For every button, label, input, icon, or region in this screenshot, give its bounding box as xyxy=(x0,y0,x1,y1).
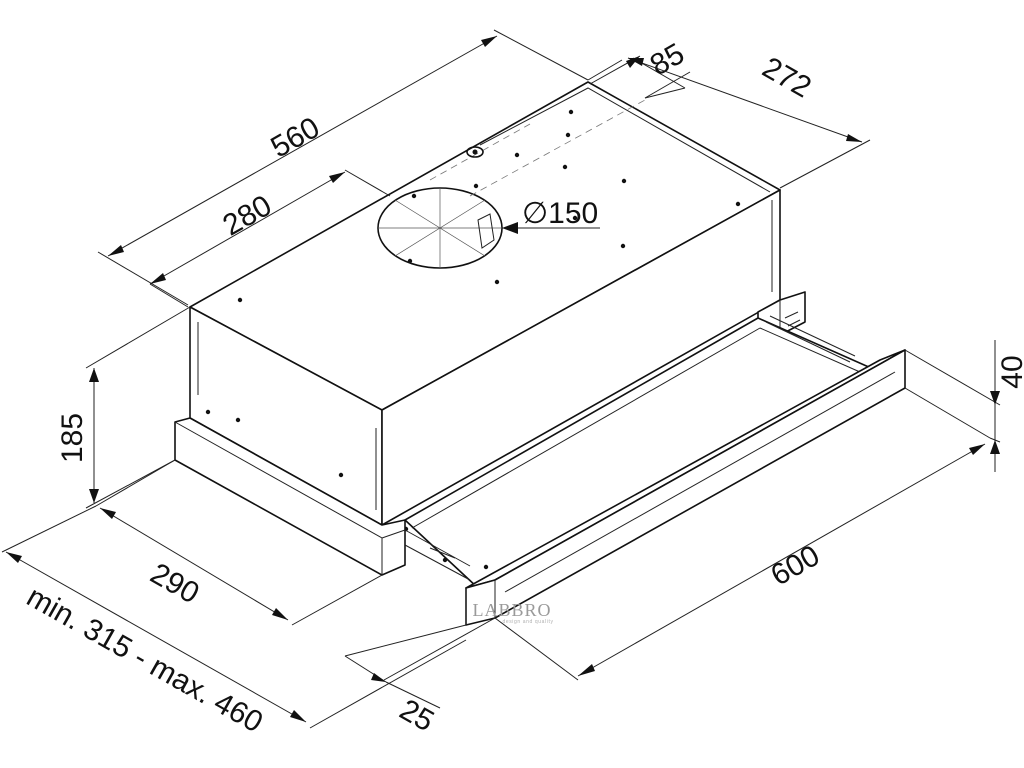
dim-185: 185 xyxy=(56,306,191,509)
dim-diameter: ∅150 xyxy=(502,197,600,234)
dim-25: 25 xyxy=(344,617,496,738)
dim-185-label: 185 xyxy=(56,413,89,463)
dim-40-label: 40 xyxy=(996,355,1024,388)
brand-watermark: LABBRO design and quality xyxy=(472,600,553,625)
duct-opening xyxy=(377,187,503,269)
dim-85: 85 xyxy=(589,37,691,99)
mounting-holes xyxy=(205,109,741,532)
cable-grommet xyxy=(466,146,484,158)
dim-560-label: 560 xyxy=(265,111,325,164)
damper-flap xyxy=(477,213,495,249)
dim-40: 40 xyxy=(904,340,1024,472)
dim-272-label: 272 xyxy=(757,51,817,104)
top-rear-rim xyxy=(479,87,771,193)
watermark-tagline: design and quality xyxy=(502,619,553,625)
dim-25-label: 25 xyxy=(394,693,439,738)
dim-600-label: 600 xyxy=(765,539,825,592)
dim-range-label: min. 315 - max. 460 xyxy=(21,580,268,739)
centre-axis-line xyxy=(469,99,646,197)
watermark-brand: LABBRO xyxy=(472,600,551,620)
drawer-rail-left xyxy=(404,529,471,581)
dim-diameter-label: ∅150 xyxy=(522,197,598,230)
drawer-rail-right xyxy=(765,315,856,363)
dim-280-label: 280 xyxy=(217,189,277,242)
frame-left-block xyxy=(174,417,406,576)
